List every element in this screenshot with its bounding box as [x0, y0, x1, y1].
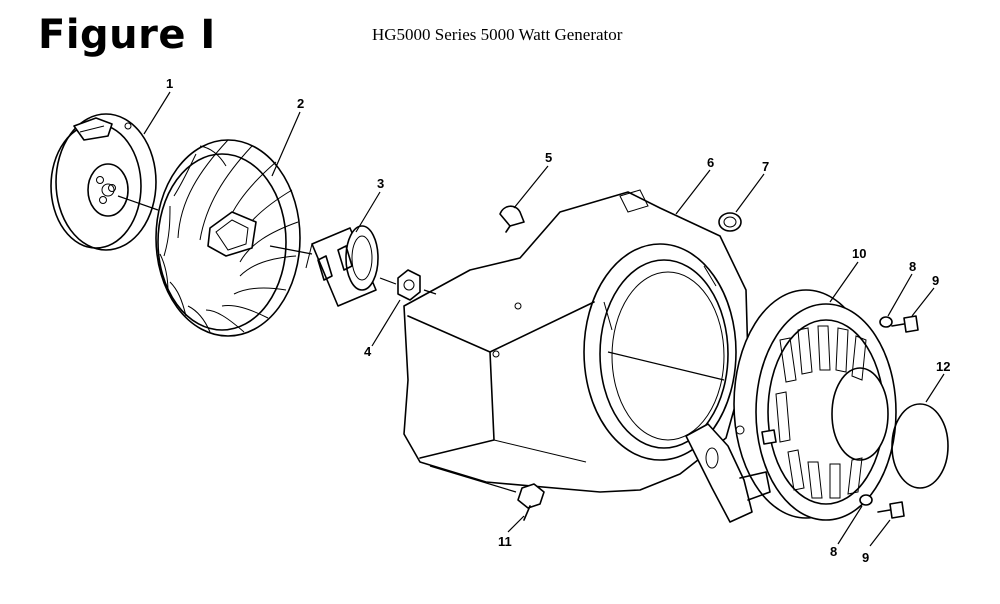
- part-recoil-starter: [685, 289, 897, 523]
- figure-title: HG5000 Series 5000 Watt Generator: [372, 25, 623, 44]
- callout-9-top: 9: [932, 273, 939, 288]
- callout-numbers: 1 2 3 4 5 6 7 10 8 9 12 11 8 9: [166, 76, 950, 565]
- callout-5: 5: [545, 150, 552, 165]
- part-blower-housing: [403, 189, 749, 493]
- part-bolt-top: [891, 315, 919, 333]
- callout-10: 10: [852, 246, 866, 261]
- part-mounting-screw: [517, 483, 545, 521]
- part-flange-nut: [397, 269, 421, 301]
- callout-8-top: 8: [909, 259, 916, 274]
- part-flywheel: [50, 113, 157, 251]
- callout-1: 1: [166, 76, 173, 91]
- part-washer-bottom: [859, 494, 873, 506]
- figure-label: Figure I: [38, 12, 216, 58]
- part-gasket-ring: [891, 403, 949, 489]
- callout-11: 11: [498, 534, 512, 549]
- part-bolt-bottom: [877, 501, 905, 519]
- part-wire-clip: [499, 205, 525, 233]
- callout-6: 6: [707, 155, 714, 170]
- callout-9-bottom: 9: [862, 550, 869, 565]
- part-bolt-housing: [761, 429, 777, 445]
- callout-7: 7: [762, 159, 769, 174]
- callout-2: 2: [297, 96, 304, 111]
- part-grommet: [718, 212, 742, 232]
- callout-8-bottom: 8: [830, 544, 837, 559]
- callout-4: 4: [364, 344, 372, 359]
- part-starter-cup: [305, 225, 379, 307]
- assembly-axis-lines: [117, 195, 725, 493]
- callout-leader-lines: [143, 91, 945, 547]
- callout-12: 12: [936, 359, 950, 374]
- callout-3: 3: [377, 176, 384, 191]
- part-washer-top: [879, 316, 893, 328]
- part-cooling-fan: [155, 139, 301, 337]
